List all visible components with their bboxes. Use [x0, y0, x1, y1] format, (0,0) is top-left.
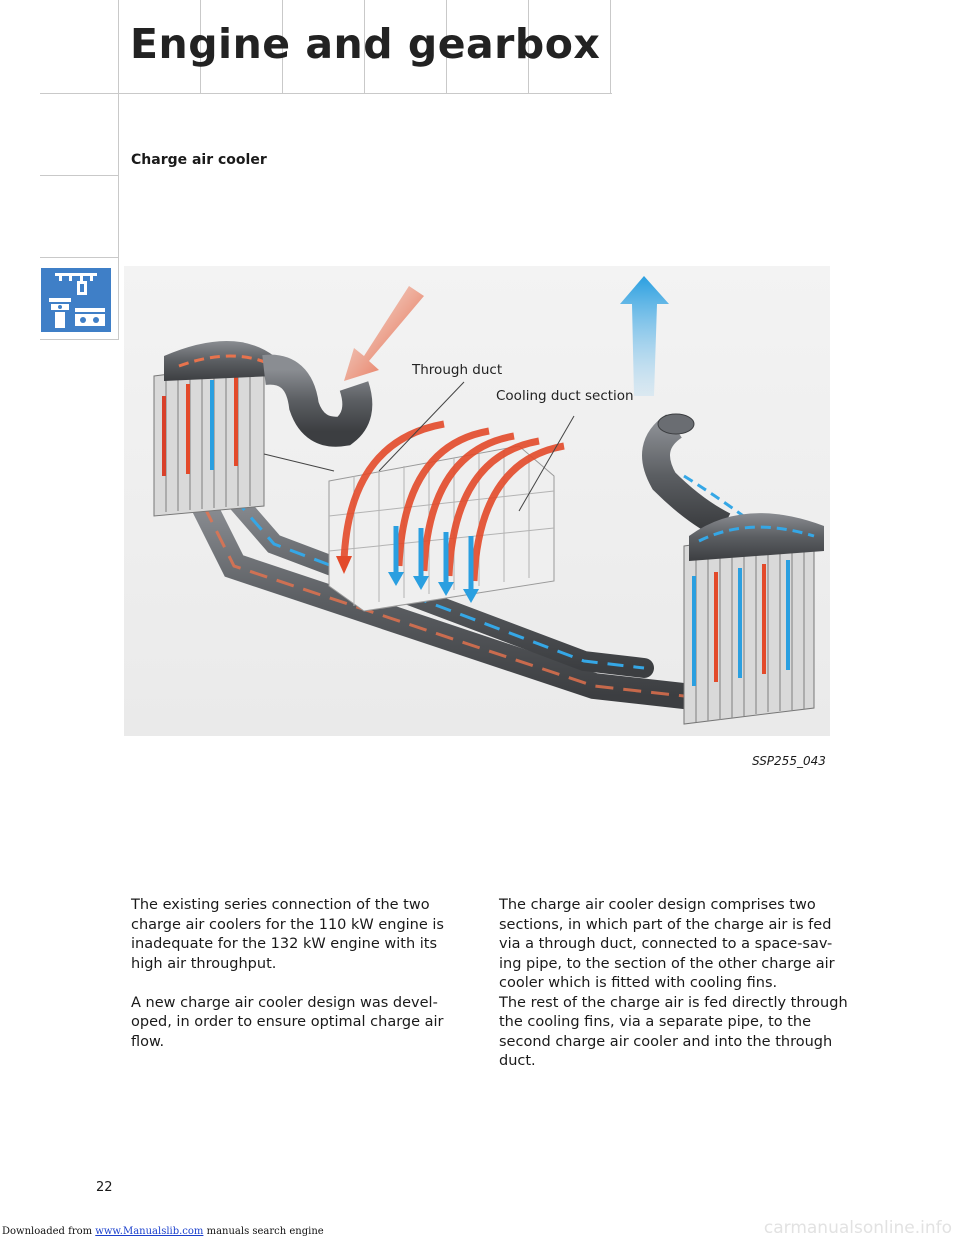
charge-air-cooler-illustration: Through duct Cooling duct section — [124, 266, 830, 736]
footer-prefix: Downloaded from — [2, 1226, 96, 1237]
body-right-column: The charge air cooler design comprises t… — [499, 896, 851, 1091]
body-paragraph: A new charge air cooler design was devel… — [131, 994, 444, 1050]
figure-caption: SSP255_043 — [752, 754, 826, 768]
download-footer: Downloaded from www.Manualslib.com manua… — [2, 1226, 324, 1237]
page-number: 22 — [96, 1180, 113, 1195]
watermark: carmanualsonline.info — [763, 1218, 952, 1238]
manualslib-link[interactable]: www.Manualslib.com — [95, 1226, 204, 1237]
body-paragraph: The existing series connection of the tw… — [131, 897, 444, 972]
section-heading: Charge air cooler — [131, 152, 267, 168]
footer-suffix: manuals search engine — [203, 1226, 324, 1237]
engine-gearbox-icon — [41, 268, 111, 332]
body-paragraph: The charge air cooler design comprises t… — [499, 897, 848, 1069]
header-grid — [0, 0, 612, 94]
body-left-column: The existing series connection of the tw… — [131, 896, 471, 1072]
cooling-duct-section-label: Cooling duct section — [496, 388, 634, 404]
page-title: Engine and gearbox — [130, 20, 601, 68]
through-duct-label: Through duct — [412, 362, 503, 378]
